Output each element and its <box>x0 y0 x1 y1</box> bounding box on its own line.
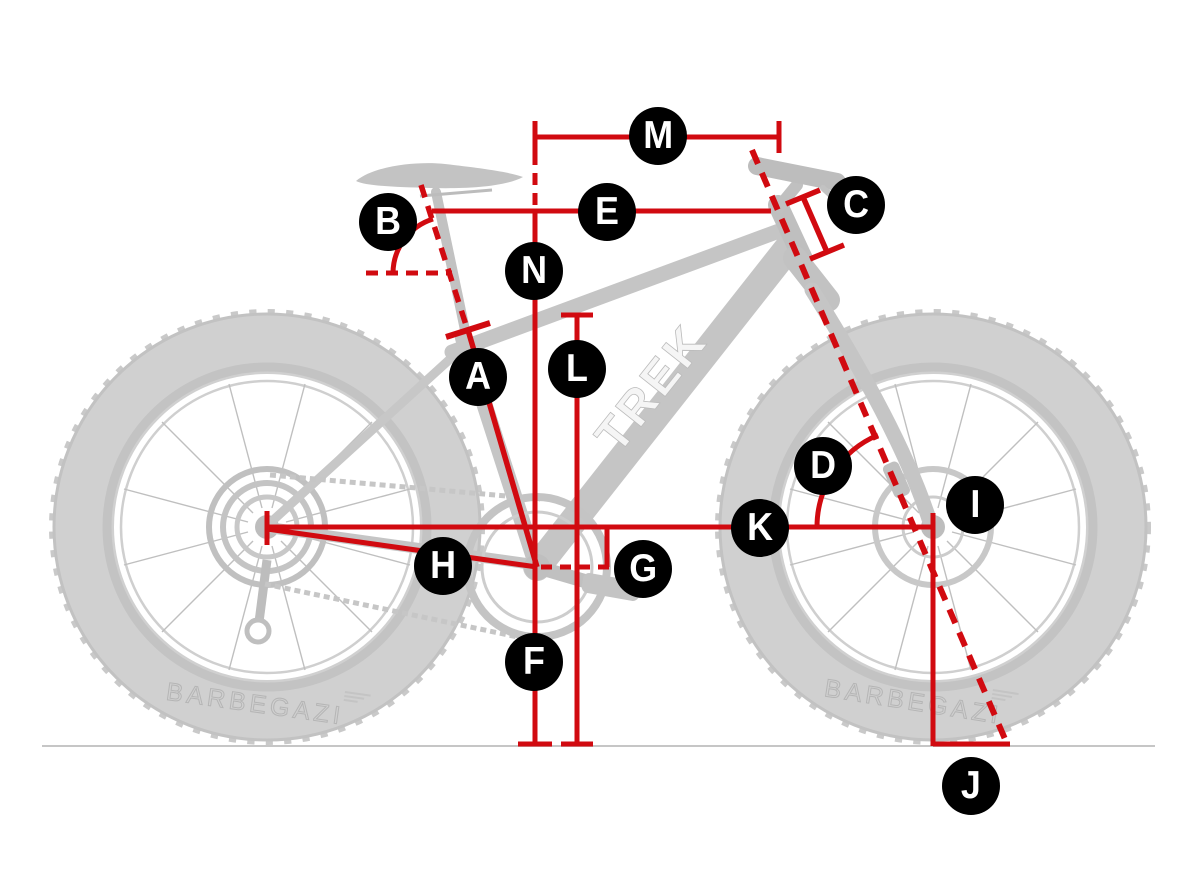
marker-g-letter: G <box>629 547 657 590</box>
marker-j: J <box>942 757 1000 815</box>
marker-l: L <box>548 340 606 398</box>
measure-line-g-bb-drop <box>541 527 612 570</box>
measure-line-c-head-tube <box>784 187 846 262</box>
marker-f: F <box>505 633 563 691</box>
steering-axis-dashed <box>749 148 1011 748</box>
marker-g: G <box>614 540 672 598</box>
marker-k: K <box>731 499 789 557</box>
marker-m-letter: M <box>643 114 673 157</box>
rear-tire-spec-text-lines <box>343 691 371 703</box>
marker-a: A <box>449 348 507 406</box>
seat-tube-axis-dashed <box>418 184 469 326</box>
front-tire-spec-text-lines <box>991 689 1019 702</box>
marker-i: I <box>946 476 1004 534</box>
seatstay <box>265 345 465 528</box>
marker-j-letter: J <box>961 764 981 807</box>
marker-d: D <box>794 437 852 495</box>
chain-top <box>269 472 541 502</box>
marker-n: N <box>505 242 563 300</box>
marker-l-letter: L <box>566 347 588 390</box>
marker-d-letter: D <box>810 444 836 487</box>
marker-h: H <box>414 537 472 595</box>
marker-e-letter: E <box>595 190 619 233</box>
measure-line-k-wheelbase <box>264 511 933 545</box>
fork-leg <box>804 282 937 527</box>
marker-i-letter: I <box>970 483 980 526</box>
saddle-rails <box>419 188 493 198</box>
chain-bottom <box>264 581 538 644</box>
marker-a-letter: A <box>465 355 491 398</box>
marker-b-letter: B <box>375 200 401 243</box>
saddle <box>356 163 523 189</box>
marker-e: E <box>578 183 636 241</box>
stem <box>773 179 803 213</box>
handlebar-grip <box>748 157 846 191</box>
derailleur-pulley <box>244 617 272 645</box>
marker-c-letter: C <box>843 183 869 226</box>
marker-f-letter: F <box>523 640 545 683</box>
marker-h-letter: H <box>430 544 456 587</box>
marker-c: C <box>827 176 885 234</box>
measure-line-h-chainstay <box>266 526 538 570</box>
marker-k-letter: K <box>747 506 773 549</box>
marker-b: B <box>359 193 417 251</box>
marker-n-letter: N <box>521 249 547 292</box>
marker-m: M <box>629 107 687 165</box>
top-tube <box>444 223 787 360</box>
seatpost <box>431 187 470 335</box>
measure-line-j-trail <box>930 513 1010 747</box>
rear-derailleur <box>254 559 272 623</box>
